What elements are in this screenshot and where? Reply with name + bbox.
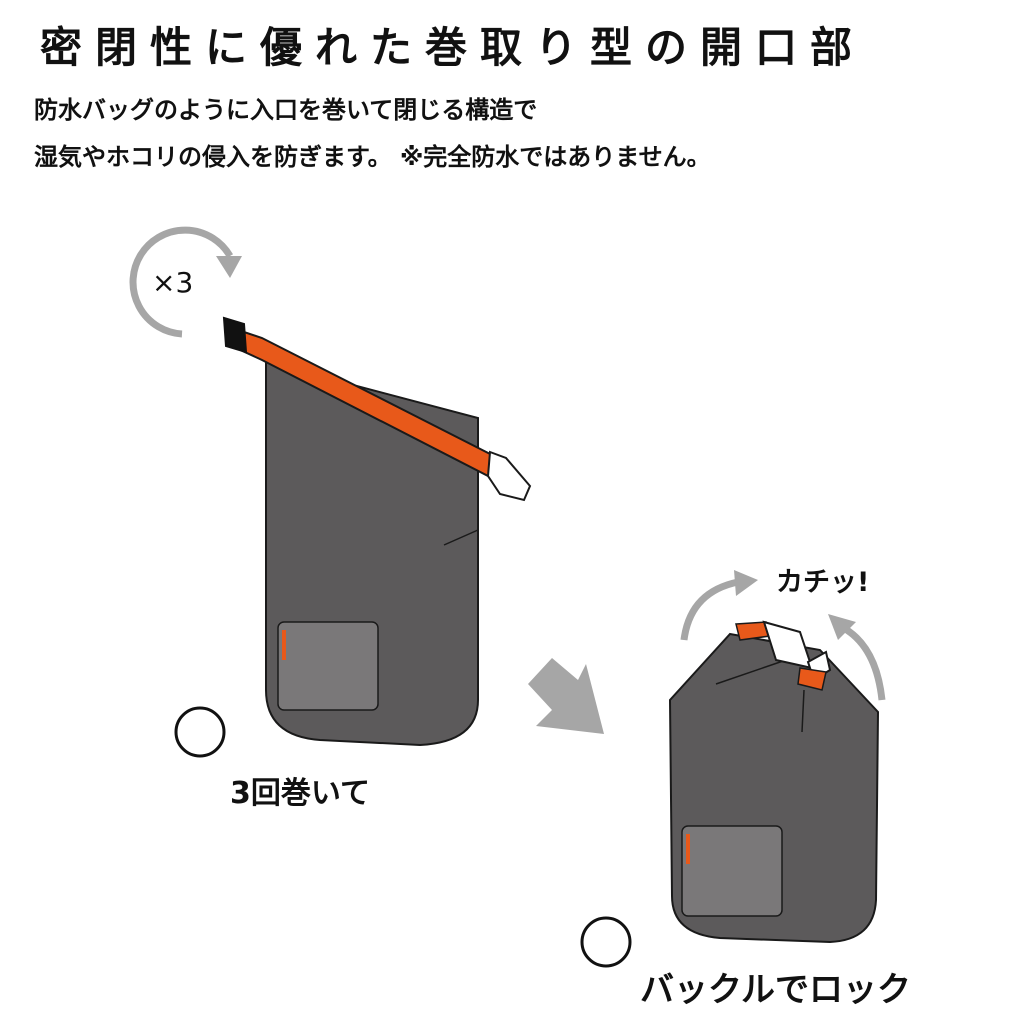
bag-closed [668, 620, 880, 944]
curved-arrow-icon [680, 570, 886, 701]
window [681, 825, 783, 917]
circular-arrow-icon [129, 226, 242, 338]
description-line-1: 防水バッグのように入口を巻いて閉じる構造で [34, 96, 538, 124]
roll-count-label: ×3 [152, 266, 194, 299]
page-title: 密閉性に優れた巻取り型の開口部 [40, 23, 866, 72]
step1-caption: 3回巻いて [230, 776, 370, 811]
step2-caption: バックルでロック [640, 970, 911, 1010]
arrow-icon [528, 658, 604, 734]
click-sound-label: カチッ! [776, 567, 870, 598]
bag-open [222, 316, 532, 747]
step2-circle [580, 916, 632, 968]
window [277, 621, 379, 711]
buckle-icon [222, 316, 248, 354]
description-line-2: 湿気やホコリの侵入を防ぎます。 ※完全防水ではありません。 [34, 143, 711, 171]
step1-circle [174, 706, 226, 758]
